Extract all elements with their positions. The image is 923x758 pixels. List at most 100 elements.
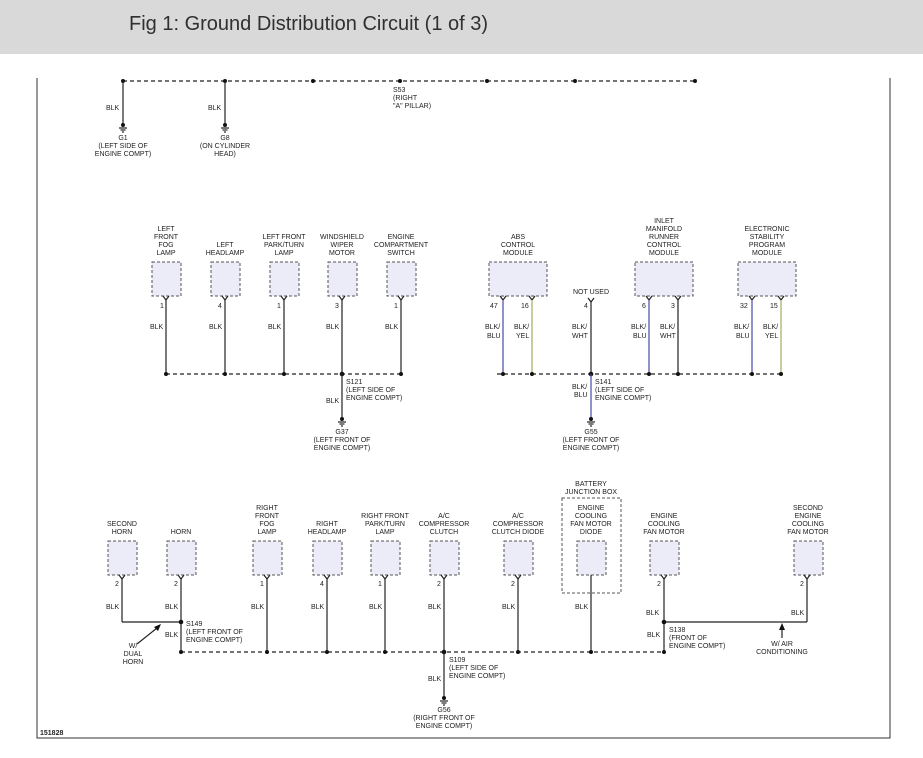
svg-text:S138: S138	[669, 627, 685, 634]
svg-text:47: 47	[490, 303, 498, 310]
svg-text:BLK: BLK	[575, 604, 589, 611]
component-right-front-park-turn-lamp: RIGHT FRONT PARK/TURN LAMP 1 BLK	[361, 513, 410, 654]
svg-text:BLK: BLK	[311, 604, 325, 611]
svg-text:ENGINE COMPT): ENGINE COMPT)	[346, 395, 402, 402]
svg-text:LEFT: LEFT	[216, 242, 234, 249]
svg-text:BLK/: BLK/	[485, 324, 500, 331]
svg-text:YEL: YEL	[516, 333, 529, 340]
svg-text:INLET: INLET	[654, 218, 675, 225]
ground-g1: BLK G1 (LEFT SIDE OF ENGINE COMPT)	[95, 81, 151, 158]
svg-text:2: 2	[174, 581, 178, 588]
svg-text:COOLING: COOLING	[648, 521, 680, 528]
svg-text:G8: G8	[220, 135, 229, 142]
svg-text:1: 1	[394, 303, 398, 310]
svg-text:HORN: HORN	[112, 529, 133, 536]
svg-text:FOG: FOG	[259, 521, 274, 528]
component-horn: HORN 2 BLK	[165, 529, 197, 654]
svg-text:BLK: BLK	[208, 105, 222, 112]
svg-text:W/: W/	[129, 643, 138, 650]
svg-text:BLK/: BLK/	[514, 324, 529, 331]
svg-text:FRONT: FRONT	[255, 513, 280, 520]
svg-text:G1: G1	[118, 135, 127, 142]
svg-text:BLK: BLK	[502, 604, 516, 611]
svg-text:RIGHT FRONT: RIGHT FRONT	[361, 513, 409, 520]
svg-text:ENGINE COMPT): ENGINE COMPT)	[669, 643, 725, 650]
svg-text:CLUTCH DIODE: CLUTCH DIODE	[492, 529, 545, 536]
svg-text:WHT: WHT	[572, 333, 589, 340]
svg-text:ENGINE: ENGINE	[388, 234, 415, 241]
svg-text:A/C: A/C	[438, 513, 450, 520]
svg-text:BLU: BLU	[574, 392, 588, 399]
svg-text:COMPARTMENT: COMPARTMENT	[374, 242, 429, 249]
svg-text:WINDSHIELD: WINDSHIELD	[320, 234, 364, 241]
component-right-headlamp: RIGHT HEADLAMP 4 BLK	[308, 521, 347, 654]
svg-text:HORN: HORN	[123, 659, 144, 666]
svg-text:ENGINE COMPT): ENGINE COMPT)	[95, 151, 151, 158]
svg-text:4: 4	[218, 303, 222, 310]
component-inlet-manifold-runner-control-module: INLET MANIFOLD RUNNER CONTROL MODULE 6 3…	[631, 218, 694, 376]
svg-text:BLK: BLK	[150, 324, 164, 331]
splice-s53: S53 (RIGHT "A" PILLAR)	[393, 87, 431, 110]
svg-text:YEL: YEL	[765, 333, 778, 340]
component-electronic-stability-program-module: ELECTRONIC STABILITY PROGRAM MODULE 32 1…	[734, 226, 797, 376]
svg-text:STABILITY: STABILITY	[750, 234, 785, 241]
svg-text:JUNCTION BOX: JUNCTION BOX	[565, 489, 617, 496]
svg-text:1: 1	[160, 303, 164, 310]
svg-text:DIODE: DIODE	[580, 529, 603, 536]
wiring-diagram: S53 (RIGHT "A" PILLAR) BLK G1 (LEFT SIDE…	[36, 78, 891, 739]
component-left-front-fog-lamp: LEFT FRONT FOG LAMP 1 BLK	[150, 226, 182, 376]
svg-text:3: 3	[671, 303, 675, 310]
svg-text:(LEFT FRONT OF: (LEFT FRONT OF	[186, 629, 243, 636]
svg-text:LAMP: LAMP	[257, 529, 276, 536]
svg-text:4: 4	[584, 303, 588, 310]
splice-s141-ground-g55: S141 (LEFT SIDE OF ENGINE COMPT) BLK/ BL…	[563, 371, 651, 452]
svg-text:BLK/: BLK/	[631, 324, 646, 331]
splice-s138: S138 (FRONT OF ENGINE COMPT) BLK	[647, 619, 725, 650]
svg-text:2: 2	[437, 581, 441, 588]
svg-text:ENGINE COMPT): ENGINE COMPT)	[416, 723, 472, 730]
svg-text:S121: S121	[346, 379, 362, 386]
svg-text:BLK/: BLK/	[734, 324, 749, 331]
splice-s149: S149 (LEFT FRONT OF ENGINE COMPT) BLK	[165, 619, 243, 644]
svg-text:BLK: BLK	[428, 604, 442, 611]
svg-text:2: 2	[115, 581, 119, 588]
note-dual-horn: W/ DUAL HORN	[123, 624, 161, 666]
svg-text:(LEFT SIDE OF: (LEFT SIDE OF	[98, 143, 147, 150]
svg-text:MODULE: MODULE	[752, 250, 782, 257]
svg-text:BLK: BLK	[369, 604, 383, 611]
svg-text:CONDITIONING: CONDITIONING	[756, 649, 808, 656]
svg-text:W/ AIR: W/ AIR	[771, 641, 793, 648]
svg-text:(RIGHT: (RIGHT	[393, 95, 418, 102]
svg-text:BLU: BLU	[736, 333, 750, 340]
svg-text:BLK: BLK	[326, 324, 340, 331]
component-not-used: NOT USED 4 BLK/ WHT	[572, 289, 609, 374]
svg-text:RIGHT: RIGHT	[256, 505, 279, 512]
svg-text:ENGINE: ENGINE	[651, 513, 678, 520]
svg-text:FAN MOTOR: FAN MOTOR	[643, 529, 684, 536]
svg-text:6: 6	[642, 303, 646, 310]
svg-text:(LEFT FRONT OF: (LEFT FRONT OF	[563, 437, 620, 444]
svg-text:G37: G37	[335, 429, 348, 436]
svg-text:LEFT FRONT: LEFT FRONT	[262, 234, 306, 241]
svg-text:NOT USED: NOT USED	[573, 289, 609, 296]
svg-text:ENGINE: ENGINE	[578, 505, 605, 512]
svg-text:LEFT: LEFT	[157, 226, 175, 233]
svg-text:BLK: BLK	[165, 632, 179, 639]
svg-text:2: 2	[511, 581, 515, 588]
svg-text:COOLING: COOLING	[792, 521, 824, 528]
svg-text:(ON CYLINDER: (ON CYLINDER	[200, 143, 250, 150]
svg-text:(LEFT SIDE OF: (LEFT SIDE OF	[346, 387, 395, 394]
component-battery-junction-box-fan-motor-diode: BATTERY JUNCTION BOX ENGINE COOLING FAN …	[561, 481, 622, 654]
svg-text:(LEFT FRONT OF: (LEFT FRONT OF	[314, 437, 371, 444]
component-engine-cooling-fan-motor: ENGINE COOLING FAN MOTOR 2 BLK	[643, 513, 807, 654]
svg-text:RUNNER: RUNNER	[649, 234, 679, 241]
svg-text:SECOND: SECOND	[793, 505, 823, 512]
svg-text:ABS: ABS	[511, 234, 525, 241]
svg-text:PROGRAM: PROGRAM	[749, 242, 785, 249]
svg-text:G55: G55	[584, 429, 597, 436]
svg-text:BLK: BLK	[385, 324, 399, 331]
svg-text:DUAL: DUAL	[124, 651, 143, 658]
svg-text:ENGINE COMPT): ENGINE COMPT)	[314, 445, 370, 452]
component-right-front-fog-lamp: RIGHT FRONT FOG LAMP 1 BLK	[251, 505, 283, 654]
svg-text:(RIGHT FRONT OF: (RIGHT FRONT OF	[413, 715, 475, 722]
